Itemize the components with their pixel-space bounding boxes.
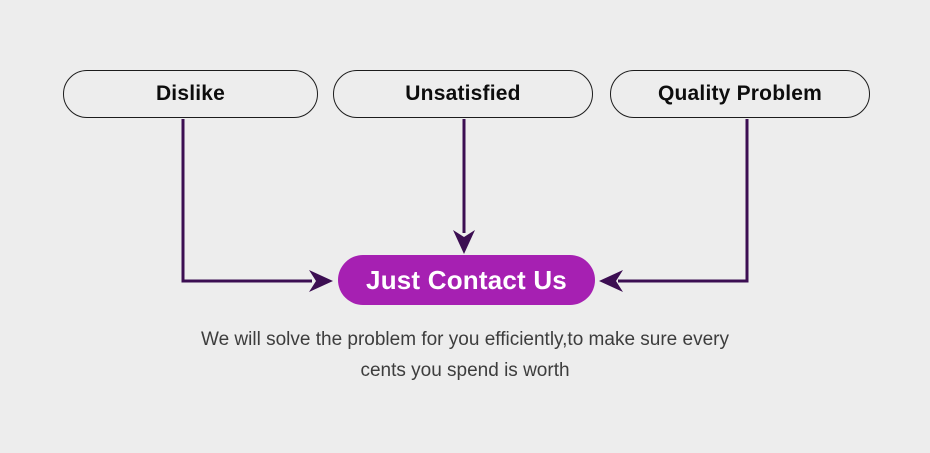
reason-pill-dislike: Dislike: [63, 70, 318, 118]
reason-pill-quality-problem-label: Quality Problem: [657, 82, 823, 105]
caption-line-1: We will solve the problem for you effici…: [200, 329, 729, 350]
arrow-unsatisfied-to-contact: [453, 119, 475, 254]
reason-pill-unsatisfied-label: Unsatisfied: [405, 82, 521, 105]
reason-pill-quality-problem: Quality Problem: [610, 70, 870, 118]
caption-line-2: cents you spend is worth: [360, 360, 570, 381]
caption: We will solve the problem for you effici…: [0, 324, 930, 386]
reason-pill-unsatisfied: Unsatisfied: [333, 70, 593, 118]
just-contact-us-button[interactable]: Just Contact Us: [338, 255, 595, 305]
just-contact-us-label: Just Contact Us: [366, 264, 567, 295]
reason-pill-dislike-label: Dislike: [155, 82, 226, 105]
arrow-quality-to-contact: [599, 119, 749, 292]
arrow-dislike-to-contact: [181, 119, 333, 292]
